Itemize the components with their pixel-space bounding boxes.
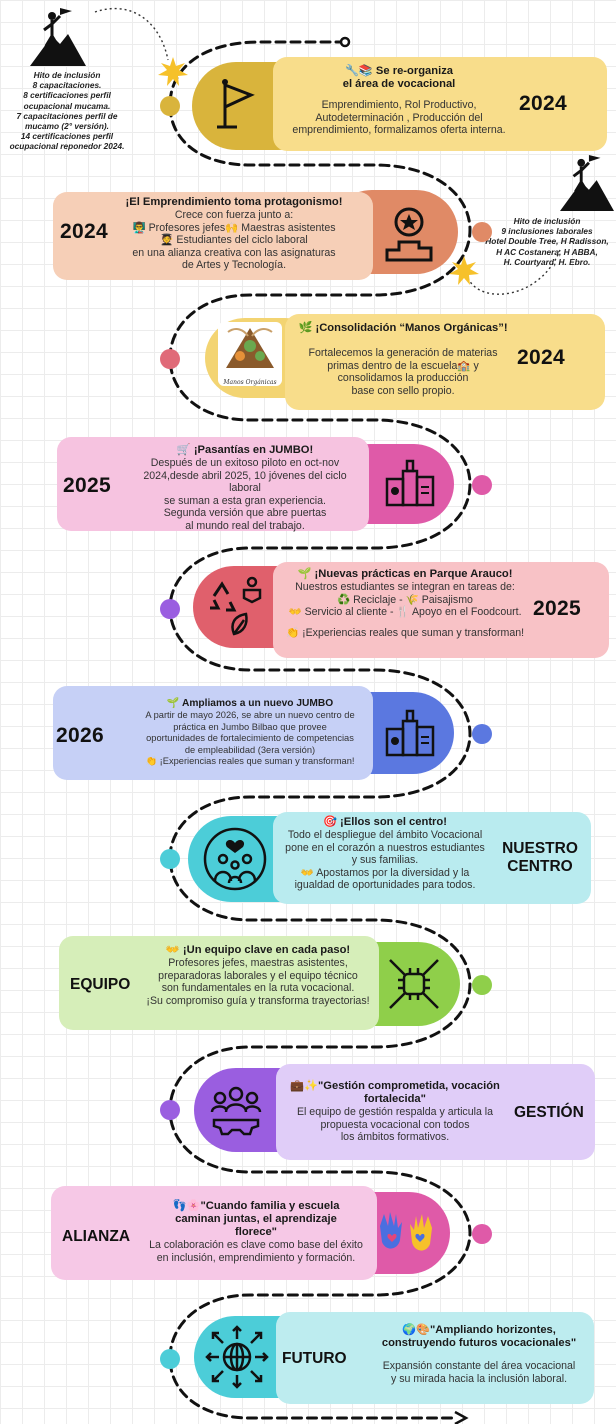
- timeline-dot: [160, 1349, 180, 1369]
- mountain-climber-icon: [560, 155, 614, 211]
- timeline-dot: [472, 724, 492, 744]
- step-text: 👐 ¡Un equipo clave en cada paso! Profeso…: [146, 944, 370, 1007]
- groceries-icon: [378, 450, 444, 516]
- step-card: [53, 192, 373, 280]
- timeline-dot: [472, 222, 492, 242]
- year-label: 2025: [63, 474, 111, 497]
- timeline-dot: [160, 1100, 180, 1120]
- step-card: [273, 812, 591, 904]
- hands-heart-icon: [370, 1198, 442, 1270]
- family-heart-icon: [196, 820, 274, 898]
- year-label: 2024: [517, 346, 565, 369]
- timeline-dot: [160, 849, 180, 869]
- section-label: GESTIÓN: [514, 1104, 584, 1121]
- star-burst-icon: [449, 256, 479, 285]
- step-text: 🌱 ¡Nuevas prácticas en Parque Arauco! Nu…: [285, 568, 525, 639]
- flag-icon: [200, 70, 272, 142]
- step-card: [273, 562, 609, 658]
- step-card: [59, 936, 379, 1030]
- year-label: 2024: [519, 92, 567, 115]
- team-gear-icon: [200, 1074, 272, 1146]
- step-card: [273, 57, 607, 151]
- step-card: [57, 437, 369, 531]
- milestone-note-left: Hito de inclusión 8 capacitaciones. 8 ce…: [9, 70, 125, 152]
- year-label: 2025: [533, 597, 581, 620]
- step-card: [51, 1186, 377, 1280]
- milestone-note-right: Hito de inclusión 9 inclusiones laborale…: [485, 216, 609, 267]
- step-card: [276, 1064, 595, 1160]
- timeline-dot: [472, 1224, 492, 1244]
- groceries-icon: [378, 700, 444, 766]
- manos-organicas-logo: Manos Orgánicas: [218, 322, 282, 386]
- step-text: 💼✨"Gestión comprometida, vocación fortal…: [290, 1080, 500, 1144]
- star-burst-icon: [158, 57, 188, 86]
- timeline-dot: [160, 599, 180, 619]
- section-label: NUESTRO CENTRO: [502, 840, 578, 875]
- step-text: 🌱 Ampliamos a un nuevo JUMBO A partir de…: [145, 698, 355, 767]
- section-label: FUTURO: [282, 1350, 347, 1367]
- year-label: 2024: [60, 220, 108, 243]
- step-text: 🛒 ¡Pasantías en JUMBO! Después de un exi…: [143, 444, 347, 532]
- timeline-dot: [160, 96, 180, 116]
- section-label: ALIANZA: [62, 1228, 131, 1245]
- step-card: [276, 1312, 594, 1404]
- globe-arrows-icon: [200, 1320, 274, 1394]
- mountain-climber-icon: [30, 8, 86, 66]
- timeline-dot: [472, 975, 492, 995]
- recycle-hand-icon: [200, 570, 274, 644]
- step-card: [53, 686, 373, 780]
- step-text: 👣🌸"Cuando familia y escuela caminan junt…: [149, 1200, 363, 1264]
- step-text: 🌍🎨"Ampliando horizontes, construyendo fu…: [381, 1324, 577, 1385]
- step-text: 🔧📚 Se re-organiza el área de vocacional …: [292, 65, 506, 137]
- step-text: 🎯 ¡Ellos son el centro! Todo el desplieg…: [285, 816, 485, 892]
- step-card: [285, 314, 605, 410]
- section-label: EQUIPO: [70, 976, 131, 993]
- timeline-dot: [160, 349, 180, 369]
- medal-podium-icon: [372, 196, 446, 270]
- year-label: 2026: [56, 724, 104, 747]
- step-text: ¡El Emprendimiento toma protagonismo! Cr…: [125, 196, 343, 272]
- team-hands-icon: [378, 948, 450, 1020]
- timeline-dot: [472, 475, 492, 495]
- step-text: 🌿 ¡Consolidación “Manos Orgánicas”! Fort…: [298, 322, 508, 397]
